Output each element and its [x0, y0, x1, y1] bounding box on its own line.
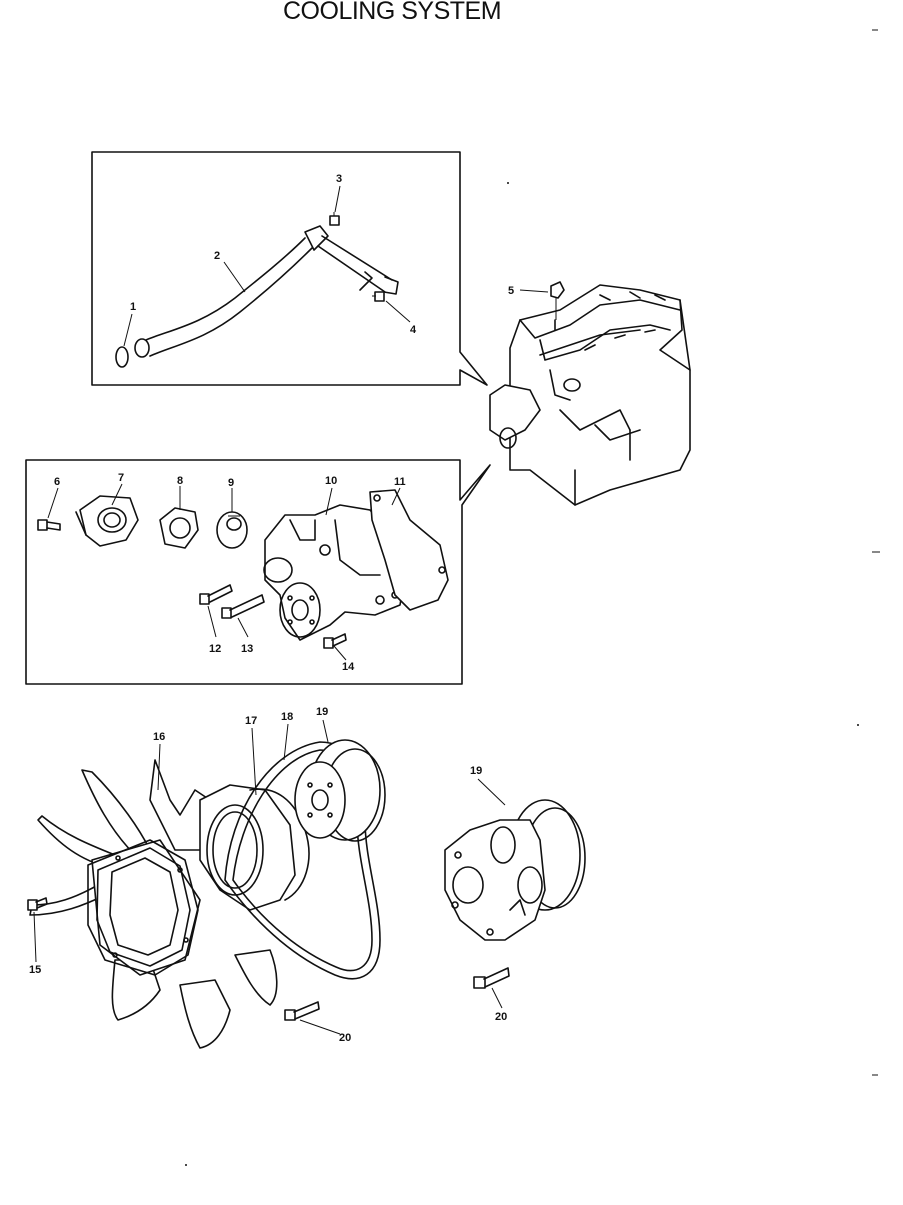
callout-19-a: 19 [316, 706, 328, 718]
callout-18: 18 [281, 711, 293, 723]
part-13-long-bolt [221, 594, 265, 619]
scan-marks [185, 29, 880, 1166]
part-7-thermostat-cover [75, 495, 139, 547]
part-18-v-belt [224, 741, 381, 980]
part-12-bolt [199, 584, 233, 605]
part-8-gasket [159, 507, 199, 549]
callout-17: 17 [245, 715, 257, 727]
callout-6: 6 [54, 476, 60, 488]
part-2-water-pipe [134, 225, 399, 358]
callout-16: 16 [153, 731, 165, 743]
part-1-o-ring [115, 346, 129, 368]
callout-20-b: 20 [495, 1011, 507, 1023]
callout-14: 14 [342, 661, 355, 673]
part-20-bolt-a [284, 1001, 320, 1021]
part-10-water-pump [263, 504, 406, 641]
callout-3: 3 [336, 173, 342, 185]
callout-2: 2 [214, 250, 220, 262]
part-5-temperature-sender [550, 281, 565, 320]
leader-lines [33, 185, 506, 1035]
hose-detail-box [91, 151, 488, 386]
part-4-bolt [372, 291, 385, 302]
callout-labels: 1 2 3 4 5 6 7 8 9 10 11 12 13 14 15 16 1… [29, 173, 514, 1044]
callout-7: 7 [118, 472, 124, 484]
callout-1: 1 [130, 301, 136, 313]
engine-block [489, 284, 691, 506]
callout-8: 8 [177, 475, 183, 487]
callout-10: 10 [325, 475, 337, 487]
callout-12: 12 [209, 643, 221, 655]
part-9-thermostat [216, 511, 248, 549]
callout-20-a: 20 [339, 1032, 351, 1044]
callout-15: 15 [29, 964, 41, 976]
part-11-pump-gasket [369, 489, 449, 611]
callout-4: 4 [410, 324, 417, 336]
part-19-pulley-alternate [444, 799, 586, 941]
callout-5: 5 [508, 285, 514, 297]
callout-9: 9 [228, 477, 234, 489]
part-20-bolt-b [473, 967, 510, 989]
part-17-fan-spacer [199, 784, 310, 911]
part-3-bolt [329, 212, 340, 226]
part-6-bolt [37, 519, 61, 531]
part-19-fan-pulley [294, 739, 386, 842]
part-16-cooling-fan [29, 759, 278, 1049]
water-pump-detail-box [25, 459, 491, 685]
callout-13: 13 [241, 643, 253, 655]
part-15-bolt [27, 897, 48, 911]
callout-11: 11 [394, 476, 406, 488]
part-14-bolt [323, 633, 347, 649]
page-title: COOLING SYSTEM [283, 0, 502, 25]
callout-19-b: 19 [470, 765, 482, 777]
